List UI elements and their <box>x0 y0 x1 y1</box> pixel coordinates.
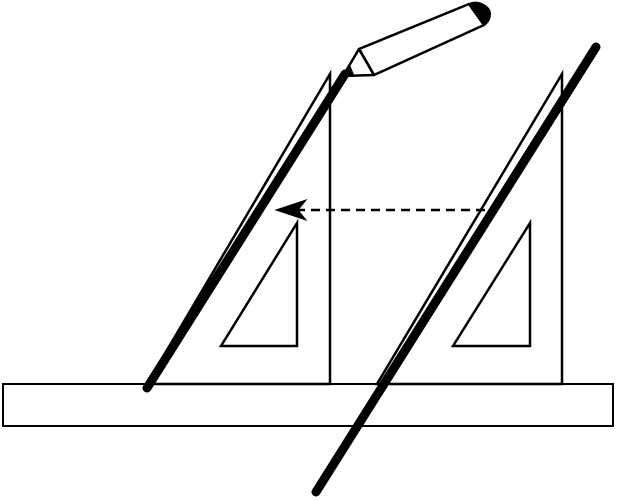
drawn-parallel-line <box>142 69 350 393</box>
left-set-square-cutout <box>218 218 299 348</box>
straightedge-ruler <box>2 383 614 427</box>
pencil-icon <box>341 1 492 78</box>
reference-line <box>311 42 601 497</box>
right-set-square-cutout <box>450 218 532 348</box>
right-set-square <box>374 69 564 386</box>
dashed-arrow-icon <box>274 198 485 222</box>
